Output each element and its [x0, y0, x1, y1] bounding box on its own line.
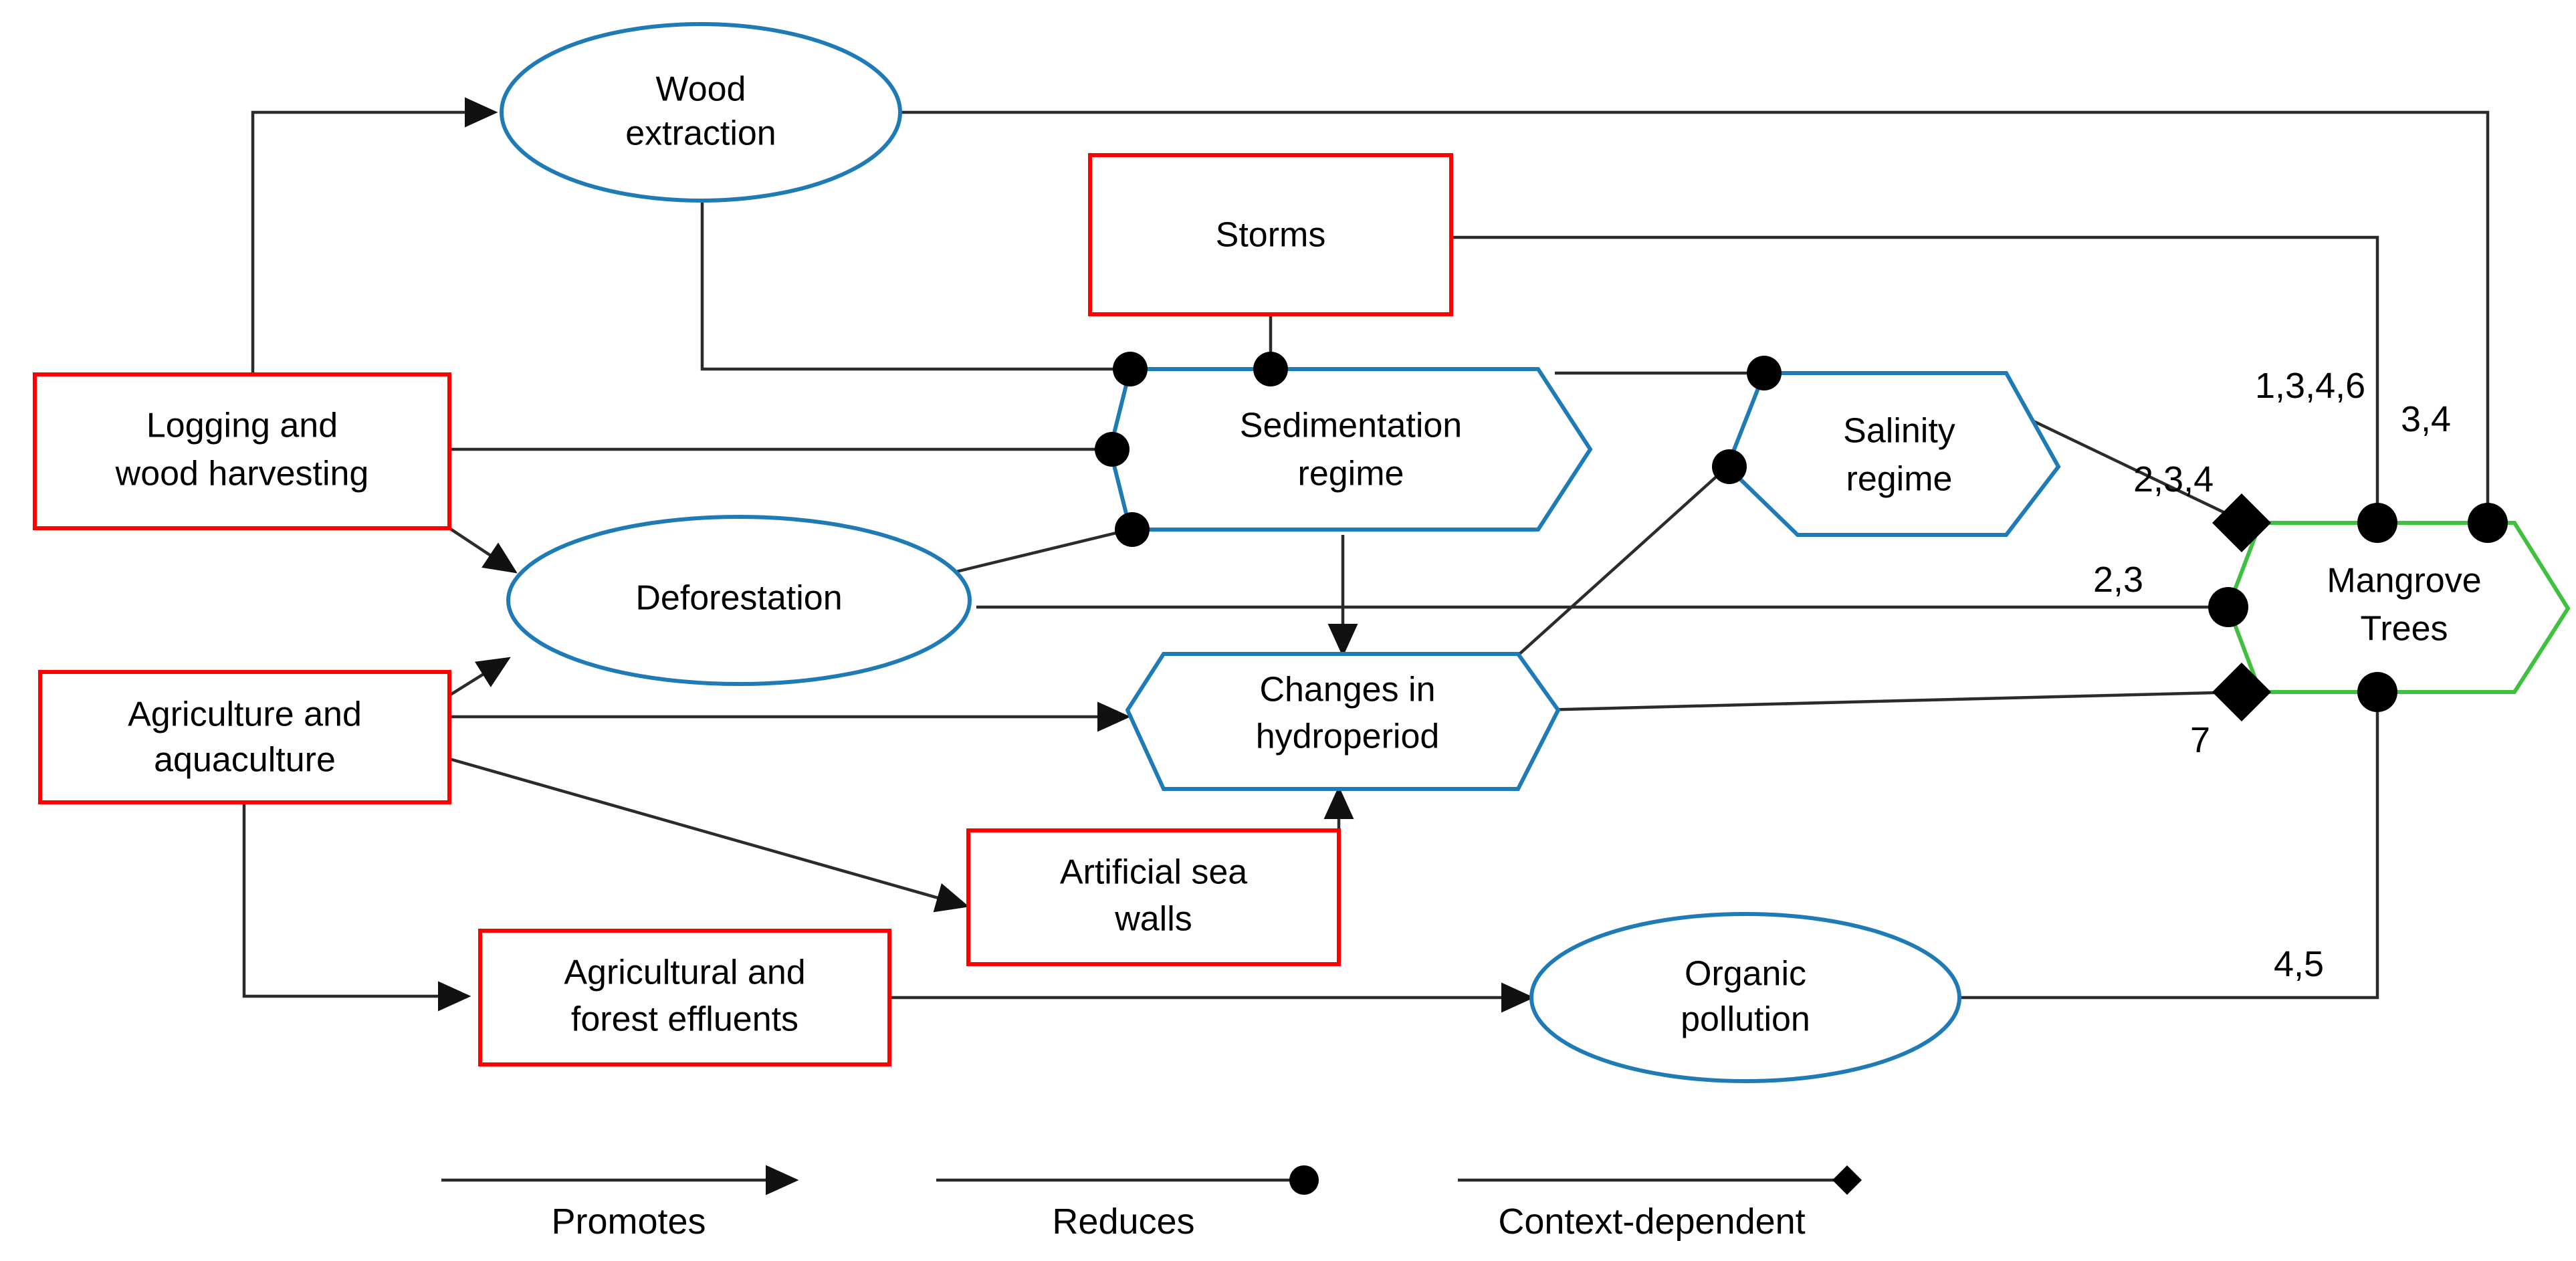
node-label: hydroperiod — [1256, 717, 1440, 756]
edge-logging-to-wood-extraction — [251, 97, 498, 374]
edge-organic-pollution-to-mangrove — [1958, 692, 2379, 1000]
node-label: Agricultural and — [564, 953, 805, 992]
node-wood-extraction[interactable]: Wood extraction — [500, 22, 902, 203]
edge-label-storms-to-mangrove: 1,3,4,6 — [2255, 366, 2365, 406]
edge-salinity-to-mangrove — [2019, 413, 2241, 522]
edge-wood-extraction-to-mangrove — [899, 110, 2490, 523]
node-label: regime — [1298, 455, 1404, 493]
context-dependent-head-icon — [2212, 493, 2271, 552]
edge-hydroperiod-to-mangrove — [1537, 690, 2241, 712]
node-label: wood harvesting — [115, 455, 369, 493]
reduces-head-icon — [2357, 503, 2397, 543]
edge-heads-layer — [1095, 352, 2508, 721]
edge-label-wood-extraction-to-mangrove: 3,4 — [2401, 399, 2451, 439]
node-label: Trees — [2361, 610, 2448, 649]
node-agricultural-and-forest-effluents[interactable]: Agricultural and forest effluents — [478, 929, 891, 1066]
reduces-head-icon — [2468, 503, 2508, 543]
node-sedimentation-regime[interactable]: Sedimentation regime — [1107, 367, 1593, 532]
node-logging-and-wood-harvesting[interactable]: Logging and wood harvesting — [33, 372, 451, 530]
reduces-head-icon — [1095, 432, 1130, 467]
reduces-head-icon — [1253, 352, 1288, 386]
node-agriculture-and-aquaculture[interactable]: Agriculture and aquaculture — [38, 670, 451, 804]
reduces-head-icon — [1712, 449, 1747, 484]
edge-agriculture-to-deforestation — [448, 657, 511, 697]
node-label: Artificial sea — [1060, 853, 1247, 892]
legend-item-context-dependent: Context-dependent — [1458, 1165, 1862, 1242]
legend-item-reduces: Reduces — [936, 1165, 1319, 1242]
reduces-head-icon — [2357, 672, 2397, 712]
node-label: pollution — [1681, 1000, 1810, 1039]
node-changes-in-hydroperiod[interactable]: Changes in hydroperiod — [1125, 652, 1561, 791]
diamond-head-icon — [1832, 1165, 1862, 1195]
node-label: Deforestation — [635, 579, 842, 618]
node-label: Organic — [1685, 955, 1806, 994]
nodes-layer: Wood extraction Storms Logging and wood … — [33, 22, 2571, 1083]
node-label: Agriculture and — [128, 695, 362, 734]
node-label: forest effluents — [571, 1000, 798, 1039]
edge-labels-layer: 1,3,4,6 3,4 2,3,4 2,3 7 4,5 — [2093, 366, 2451, 984]
node-organic-pollution[interactable]: Organic pollution — [1529, 912, 1961, 1083]
edge-label-deforestation-to-mangrove: 2,3 — [2093, 560, 2143, 600]
reduces-head-icon — [1113, 352, 1148, 386]
node-label: aquaculture — [154, 741, 336, 780]
node-artificial-sea-walls[interactable]: Artificial sea walls — [966, 828, 1341, 966]
reduces-head-icon — [1747, 356, 1782, 390]
context-dependent-head-icon — [2212, 663, 2271, 721]
legend-label: Promotes — [551, 1201, 706, 1242]
node-label: Salinity — [1843, 412, 1955, 451]
node-label: Sedimentation — [1240, 407, 1462, 445]
edge-label-organic-pollution-to-mangrove: 4,5 — [2274, 944, 2324, 984]
node-deforestation[interactable]: Deforestation — [506, 515, 972, 686]
reduces-head-icon — [2208, 587, 2248, 627]
reduces-head-icon — [1115, 512, 1150, 547]
circle-head-icon — [1289, 1165, 1319, 1195]
edge-agriculture-to-sea-walls — [449, 757, 970, 913]
edge-logging-to-deforestation — [448, 527, 518, 574]
node-label: Changes in — [1259, 671, 1435, 709]
node-storms[interactable]: Storms — [1088, 153, 1453, 316]
node-mangrove-trees[interactable]: Mangrove Trees — [2226, 521, 2571, 694]
legend-item-promotes: Promotes — [441, 1165, 799, 1242]
node-label: Wood — [656, 70, 746, 109]
node-label: regime — [1846, 460, 1953, 499]
legend: Promotes Reduces Context-dependent — [441, 1165, 1862, 1242]
legend-label: Context-dependent — [1498, 1201, 1805, 1242]
node-label: Storms — [1216, 216, 1326, 255]
edge-agriculture-to-effluents — [242, 802, 471, 1012]
node-label: Logging and — [146, 407, 338, 445]
node-label: Mangrove — [2327, 562, 2481, 600]
edges-layer — [242, 97, 2490, 1013]
edge-deforestation-to-sedimentation — [956, 528, 1131, 574]
edge-storms-to-mangrove — [1451, 235, 2379, 523]
edge-hydroperiod-to-salinity — [1517, 465, 1729, 657]
node-salinity-regime[interactable]: Salinity regime — [1725, 371, 2061, 537]
edge-label-hydroperiod-to-mangrove: 7 — [2190, 720, 2210, 760]
edge-label-salinity-to-mangrove: 2,3,4 — [2133, 459, 2214, 499]
edge-wood-extraction-to-sedimentation — [700, 201, 1130, 371]
node-label: extraction — [625, 114, 776, 153]
node-label: walls — [1114, 900, 1192, 939]
legend-label: Reduces — [1052, 1201, 1194, 1242]
